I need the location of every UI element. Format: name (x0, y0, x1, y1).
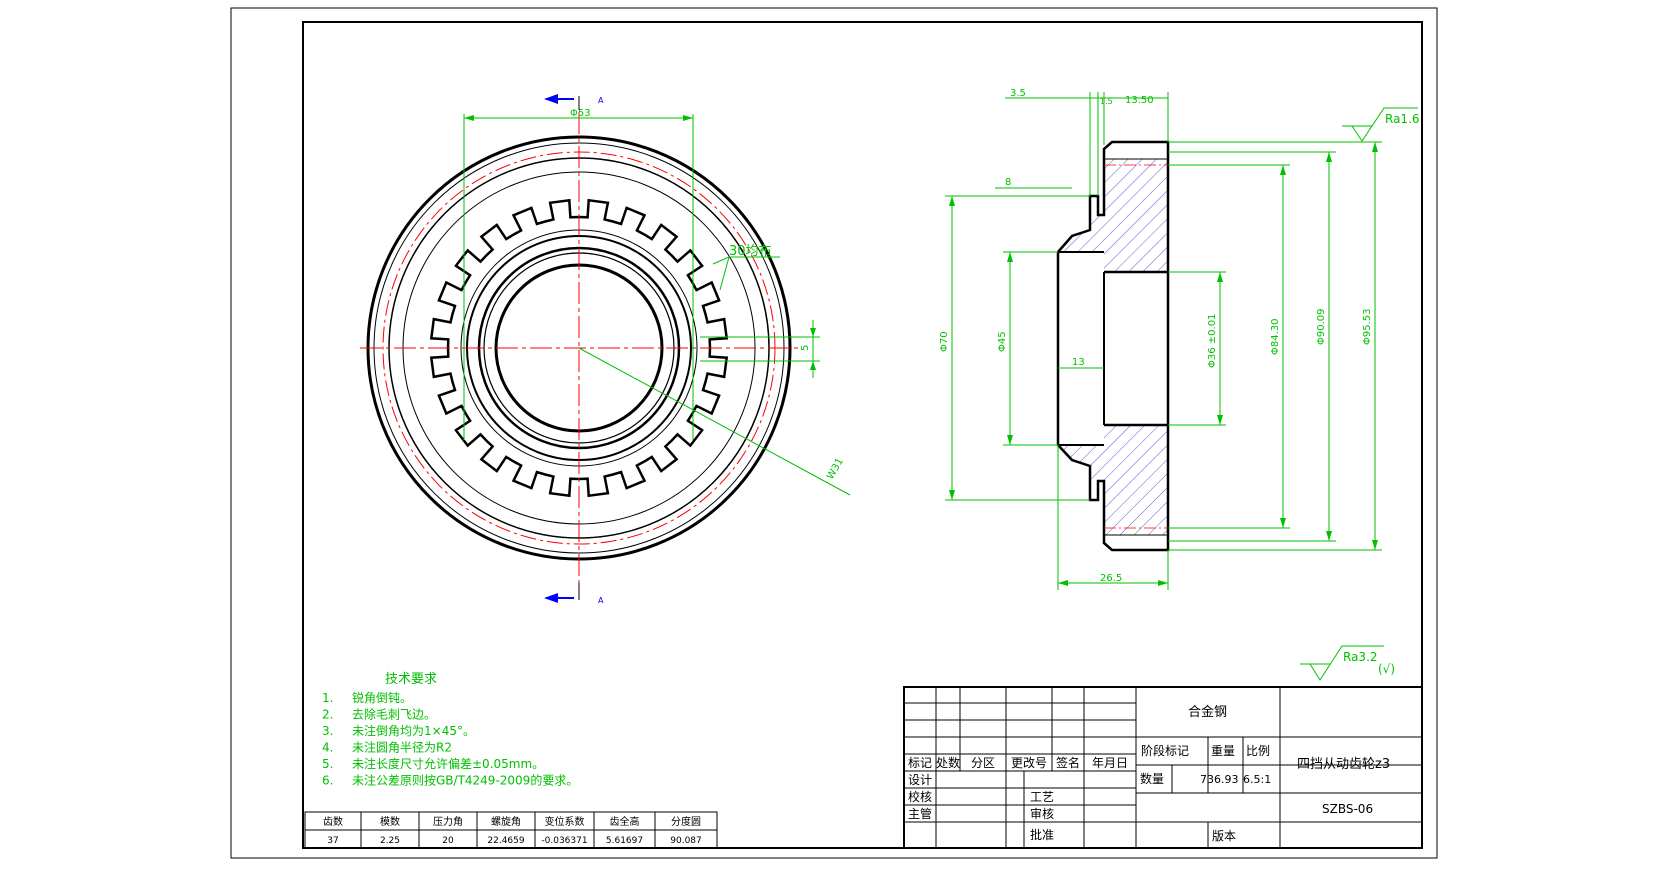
front-view: Φ53 A A 30均布 5 W31 (360, 94, 851, 605)
gear-table-value: 2.25 (380, 836, 400, 846)
inner-border (302, 21, 1423, 849)
rev-header: 签名 (1056, 755, 1080, 770)
general-roughness: Ra3.2 (√) (1300, 645, 1395, 681)
dim-13: 13 (1072, 357, 1085, 368)
title-block: 标记处数分区 更改号签名年月日 设计 校核 主管 工艺 审核 批准 合金钢 阶段标… (903, 686, 1423, 849)
roughness-ra32: Ra3.2 (1343, 650, 1378, 664)
tech-item-num: 1. (322, 691, 333, 705)
tech-requirements: 技术要求 1. 锐角倒钝。 2. 去除毛刺飞边。 3. 未注倒角均为1×45°。 4. 未注圆… (322, 672, 578, 788)
gear-table-value: 20 (442, 836, 454, 846)
dim-3-5: 3.5 (1010, 88, 1026, 99)
dim-13-50: 13.50 (1125, 95, 1154, 106)
dim-phi84: Φ84.30 (1270, 319, 1281, 356)
rev-header: 年月日 (1092, 756, 1128, 770)
tb-design: 设计 (908, 773, 932, 787)
tech-title: 技术要求 (385, 672, 437, 687)
gear-table-header: 齿全高 (610, 815, 640, 828)
tb-approve: 批准 (1030, 827, 1054, 842)
dim-phi53: Φ53 (570, 108, 591, 119)
tb-scale: 比例 (1246, 744, 1270, 758)
tech-item-text: 未注公差原则按GB/T4249-2009的要求。 (352, 773, 578, 788)
dim-phi70: Φ70 (939, 331, 950, 352)
dim-26-5: 26.5 (1100, 573, 1122, 584)
tb-supervise: 主管 (908, 806, 932, 821)
dim-phi95: Φ95.53 (1362, 309, 1373, 346)
tb-review: 审核 (1030, 806, 1054, 821)
roughness-ra16: Ra1.6 (1385, 112, 1420, 126)
gear-table-header: 压力角 (433, 815, 463, 828)
dim-radius: W31 (825, 456, 846, 481)
tb-drawing-no: SZBS-06 (1322, 802, 1373, 816)
gear-table-header: 齿数 (323, 815, 343, 828)
gear-table-value: 22.4659 (487, 836, 524, 846)
dim-8: 8 (1005, 177, 1011, 188)
gear-table: 齿数 模数 压力角 螺旋角 变位系数 齿全高 分度圆 37 2.25 20 22.4659 -0.03… (304, 811, 718, 849)
tech-item-num: 3. (322, 724, 333, 738)
spline-note: 30均布 (729, 244, 772, 259)
outer-border (230, 7, 1438, 859)
tech-item-num: 5. (322, 757, 333, 771)
gear-table-header: 变位系数 (545, 815, 585, 828)
tb-weight-value: 736.93 (1200, 773, 1239, 786)
gear-table-value: -0.036371 (541, 836, 587, 846)
tb-version: 版本 (1212, 829, 1236, 843)
tech-item-num: 2. (322, 708, 333, 722)
tb-quantity: 数量 (1140, 771, 1164, 786)
tech-item-text: 未注长度尺寸允许偏差±0.05mm。 (352, 756, 544, 771)
dim-1-5: 1.5 (1100, 97, 1113, 106)
rev-header: 处数 (936, 755, 960, 770)
dim-phi36: Φ36 ±0.01 (1207, 314, 1218, 368)
dim-phi90: Φ90.09 (1316, 309, 1327, 346)
gear-table-value: 90.087 (670, 836, 702, 846)
tb-part-name: 四挡从动齿轮z3 (1297, 757, 1390, 772)
gear-table-header: 螺旋角 (491, 815, 521, 828)
tb-scale-value: 6.5:1 (1243, 773, 1271, 786)
gear-table-header: 分度圆 (671, 815, 701, 828)
tech-item-text: 锐角倒钝。 (352, 691, 412, 705)
tech-item-text: 未注圆角半径为R2 (352, 740, 452, 755)
rev-header: 标记 (908, 756, 932, 770)
dim-phi45: Φ45 (997, 331, 1008, 352)
gear-table-header: 模数 (380, 815, 400, 828)
tech-item-num: 4. (322, 741, 333, 755)
tb-check: 校核 (908, 789, 932, 804)
section-mark-top: A (598, 96, 604, 105)
roughness-other: (√) (1378, 662, 1395, 676)
side-view: 3.5 1.5 13.50 8 Φ70 Φ45 13 Φ36 ±0.01 (939, 88, 1420, 590)
rev-header: 更改号 (1011, 756, 1047, 770)
gear-table-value: 37 (327, 836, 338, 846)
section-mark-bottom: A (598, 596, 604, 605)
tech-item-num: 6. (322, 774, 333, 788)
gear-table-value: 5.61697 (606, 836, 643, 846)
tb-stage-mark: 阶段标记 (1141, 743, 1189, 758)
tb-weight: 重量 (1211, 744, 1235, 758)
tech-item-text: 未注倒角均为1×45°。 (352, 723, 475, 738)
tech-item-text: 去除毛刺飞边。 (352, 707, 436, 722)
dim-keyway: 5 (800, 345, 811, 351)
tb-material: 合金钢 (1188, 704, 1227, 720)
rev-header: 分区 (971, 756, 995, 770)
tb-process: 工艺 (1030, 790, 1054, 804)
